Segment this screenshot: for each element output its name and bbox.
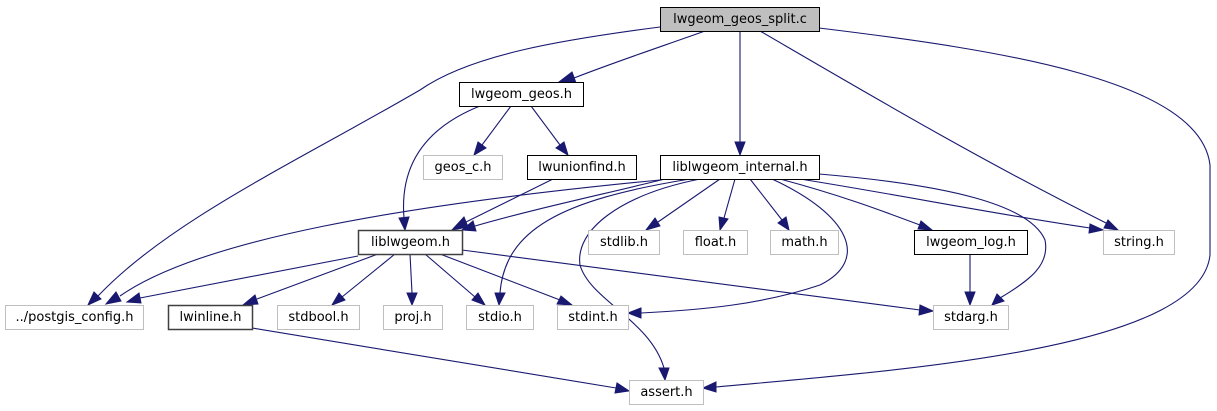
node-lwgeom-geos-h[interactable]: lwgeom_geos.h [459, 82, 584, 107]
edge-liblwgeom-internal-h-to-stdarg-h [818, 173, 1047, 306]
node-label: liblwgeom.h [371, 235, 450, 250]
node-label: float.h [695, 235, 737, 250]
node-stdbool-h[interactable]: stdbool.h [277, 305, 360, 330]
node-liblwgeom-h[interactable]: liblwgeom.h [357, 229, 464, 256]
edge-liblwgeom-internal-h-to-stdint-h [626, 178, 848, 319]
edge-liblwgeom-internal-h-to-float-h [718, 178, 736, 232]
node-assert-h[interactable]: assert.h [629, 380, 704, 405]
node-proj-h[interactable]: proj.h [383, 305, 443, 330]
edge-lwgeom-geos-split-c-to-assert-h [701, 27, 1211, 393]
node-label: lwunionfind.h [538, 160, 626, 175]
node-label: stdio.h [478, 310, 522, 325]
nodes-layer: lwgeom_geos_split.c lwgeom_geos.h geos_c… [5, 7, 1175, 405]
edge-liblwgeom-h-to-stdint-h [439, 253, 574, 306]
node-label: stdint.h [568, 310, 617, 325]
edge-lwinline-h-to-assert-h [251, 327, 631, 394]
node-lwinline-h[interactable]: lwinline.h [167, 304, 254, 331]
edge-liblwgeom-internal-h-to-liblwgeom-h [460, 178, 666, 232]
node-label: proj.h [394, 310, 431, 325]
node-stdlib-h[interactable]: stdlib.h [588, 230, 660, 255]
edge-liblwgeom-internal-h-to-lwgeom-log-h [779, 178, 934, 231]
edge-liblwgeom-h-to-stdbool-h [330, 253, 396, 306]
edge-liblwgeom-internal-h-to-string-h [799, 178, 1105, 234]
node-label: lwgeom_geos.h [471, 87, 572, 102]
edge-liblwgeom-h-to-postgis-config-h [125, 255, 359, 304]
edge-lwunionfind-h-to-liblwgeom-h [450, 178, 554, 231]
node-label: stdlib.h [600, 235, 648, 250]
node-label: stdbool.h [288, 310, 348, 325]
node-geos-c-h[interactable]: geos_c.h [423, 155, 503, 180]
edge-lwgeom-geos-split-c-to-lwgeom-geos-h [557, 30, 706, 84]
edge-liblwgeom-internal-h-to-postgis-config-h [104, 179, 661, 305]
node-label: lwgeom_geos_split.c [673, 12, 807, 27]
node-label: string.h [1114, 235, 1164, 250]
edge-lwgeom-geos-split-c-to-liblwgeom-internal-h [734, 31, 746, 157]
node-label: liblwgeom_internal.h [672, 160, 807, 175]
node-stdio-h[interactable]: stdio.h [466, 305, 534, 330]
node-string-h[interactable]: string.h [1103, 230, 1175, 255]
node-stdarg-h[interactable]: stdarg.h [933, 305, 1009, 330]
edge-liblwgeom-internal-h-to-math-h [749, 178, 790, 232]
node-float-h[interactable]: float.h [683, 230, 748, 255]
node-label: stdarg.h [944, 310, 998, 325]
edge-liblwgeom-h-to-stdarg-h [461, 249, 935, 316]
node-math-h[interactable]: math.h [770, 230, 839, 255]
edge-liblwgeom-internal-h-to-stdlib-h [644, 178, 721, 231]
edge-lwgeom-geos-h-to-liblwgeom-h [398, 105, 481, 232]
edge-lwgeom-geos-h-to-geos-c-h [473, 105, 512, 157]
edge-liblwgeom-h-to-stdio-h [424, 253, 487, 306]
edge-lwgeom-log-h-to-stdarg-h [964, 254, 976, 307]
node-label: lwinline.h [180, 310, 242, 325]
node-lwgeom-geos-split-c[interactable]: lwgeom_geos_split.c [660, 7, 820, 32]
node-lwunionfind-h[interactable]: lwunionfind.h [527, 155, 637, 180]
node-lwgeom-log-h[interactable]: lwgeom_log.h [914, 230, 1028, 255]
edge-liblwgeom-internal-h-to-stdio-h [494, 178, 691, 307]
edge-liblwgeom-h-to-lwinline-h [241, 253, 379, 306]
node-label: ../postgis_config.h [15, 310, 133, 325]
node-label: assert.h [640, 385, 692, 400]
node-label: geos_c.h [435, 160, 492, 175]
node-liblwgeom-internal-h[interactable]: liblwgeom_internal.h [660, 155, 820, 180]
edges-layer [86, 26, 1211, 394]
edge-liblwgeom-internal-h-to-assert-h [579, 178, 701, 382]
node-label: lwgeom_log.h [926, 235, 1016, 250]
node-label: math.h [781, 235, 827, 250]
node-stdint-h[interactable]: stdint.h [557, 305, 629, 330]
edge-lwgeom-geos-h-to-lwunionfind-h [530, 105, 569, 157]
edge-liblwgeom-h-to-proj-h [406, 253, 418, 307]
node-postgis-config-h[interactable]: ../postgis_config.h [5, 305, 144, 330]
edge-lwgeom-geos-split-c-to-postgis-config-h [86, 26, 661, 307]
edge-lwgeom-geos-split-c-to-string-h [759, 30, 1120, 231]
